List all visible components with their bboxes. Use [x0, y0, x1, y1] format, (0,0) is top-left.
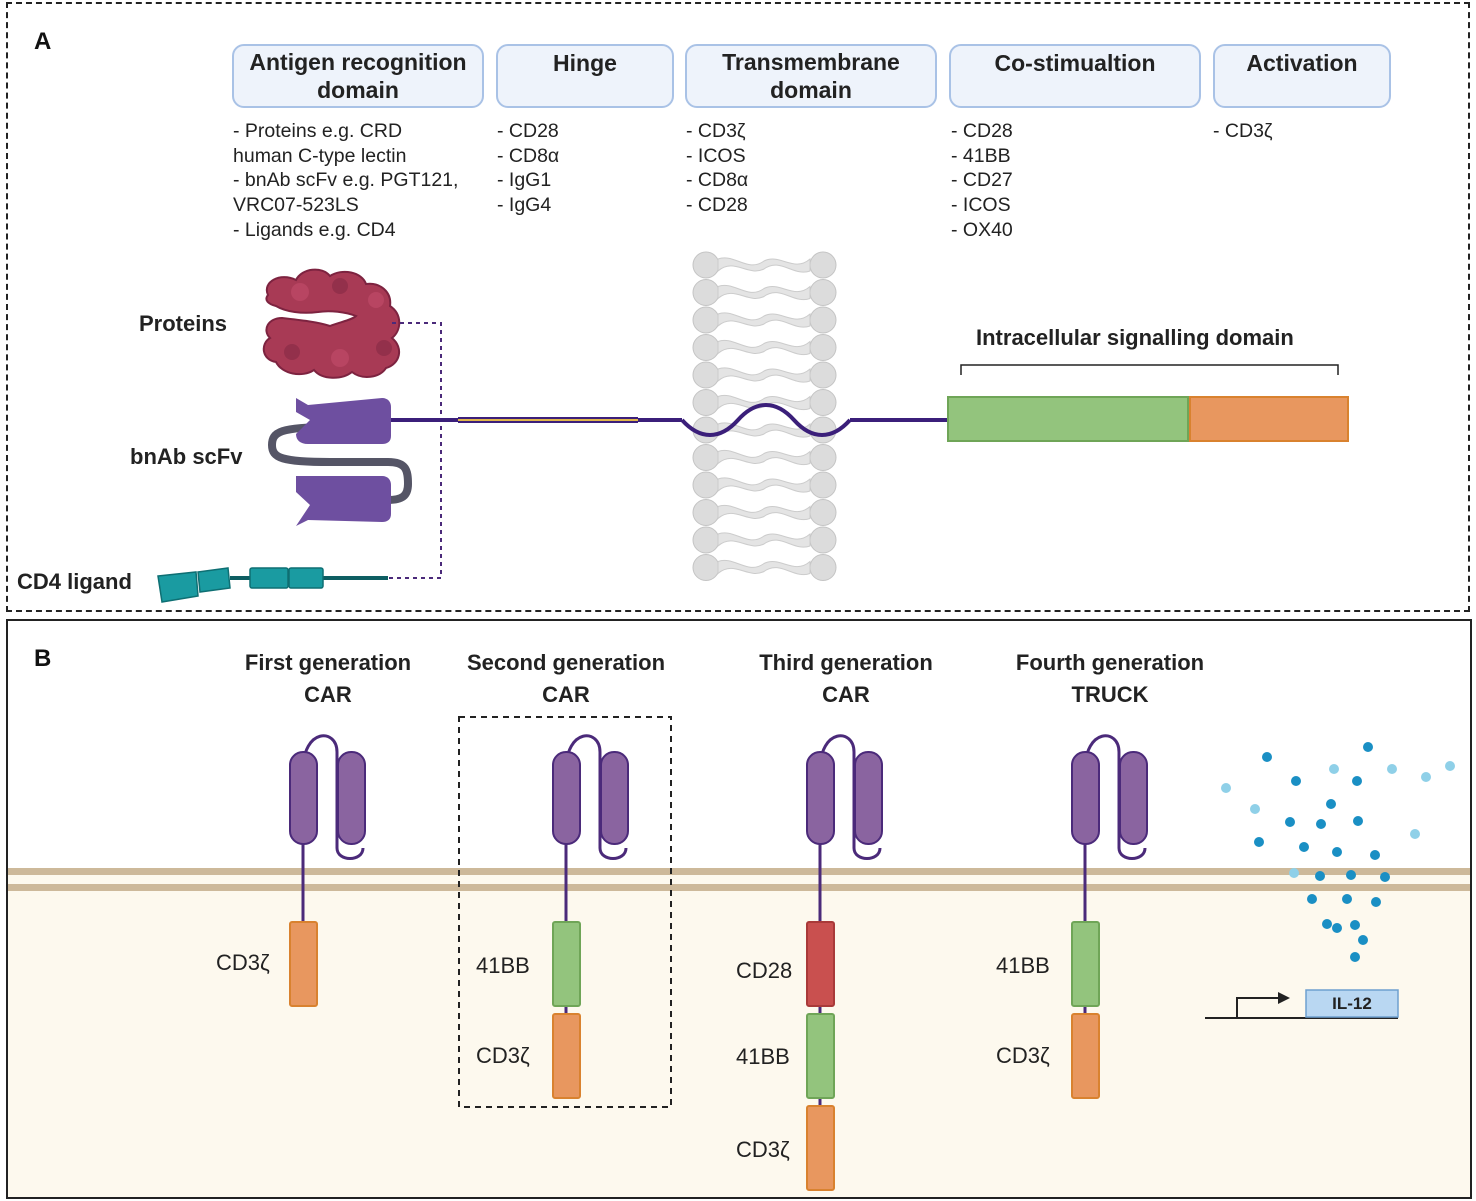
lipid-pair [692, 554, 837, 581]
cd4-ligand-icon [157, 567, 388, 603]
list-costimulation: - CD28 - 41BB - CD27 - ICOS - OX40 [951, 119, 1013, 243]
list-item: - CD8α [686, 169, 749, 192]
list-item: - CD28 [686, 194, 748, 217]
title-line: Second generation [466, 650, 666, 675]
connector-dotted [388, 322, 442, 579]
domain-label-second-cd3z: CD3ζ [476, 1043, 530, 1068]
label-cd4-ligand: CD4 ligand [17, 569, 132, 594]
domain-label-third-cd3z: CD3ζ [736, 1137, 790, 1162]
list-activation: - CD3ζ [1213, 119, 1273, 144]
costim-domain-box [947, 396, 1189, 442]
header-transmembrane-line1: Transmembrane [722, 49, 900, 75]
list-item: - CD28 [951, 120, 1013, 142]
header-antigen-line1: Antigen recognition [249, 49, 467, 75]
list-item: - CD27 [951, 169, 1013, 192]
lipid-pair [692, 334, 837, 361]
domain-label-first-cd3z: CD3ζ [216, 950, 270, 975]
list-antigen: - Proteins e.g. CRD human C-type lectin … [233, 119, 458, 243]
title-line: Fourth generation [1015, 650, 1205, 675]
panel-b-letter: B [34, 645, 52, 672]
panel-b [6, 619, 1472, 1199]
list-item: - Ligands e.g. CD4 [233, 218, 396, 241]
title-line: First generation [244, 650, 412, 675]
header-antigen-line2: domain [317, 77, 399, 103]
list-item: - CD3ζ [686, 120, 746, 142]
title-line: CAR [822, 682, 870, 707]
transmembrane-helix [680, 403, 852, 437]
header-costim-text: Co-stimualtion [994, 50, 1156, 76]
panel-a-letter: A [34, 28, 52, 55]
list-item: - CD3ζ [1213, 120, 1273, 142]
header-activation: Activation [1213, 44, 1391, 108]
lipid-pair [692, 444, 837, 471]
header-hinge: Hinge [496, 44, 674, 108]
title-line: TRUCK [1071, 682, 1149, 707]
domain-label-fourth-cd3z: CD3ζ [996, 1043, 1050, 1068]
lipid-pair [692, 361, 837, 389]
list-item: human C-type lectin [233, 144, 407, 167]
domain-label-fourth-41bb: 41BB [996, 953, 1050, 978]
header-costimulation: Co-stimualtion [949, 44, 1201, 108]
bnab-scfv-icon [267, 398, 413, 526]
label-proteins: Proteins [139, 311, 228, 336]
header-activation-text: Activation [1246, 50, 1358, 76]
lipid-pair [692, 279, 837, 306]
list-transmembrane: - CD3ζ - ICOS - CD8α - CD28 [686, 119, 748, 218]
header-hinge-text: Hinge [553, 50, 617, 76]
title-line: CAR [542, 682, 590, 707]
lipid-pair [692, 306, 837, 334]
panel-a-diagram [157, 251, 1349, 603]
list-item: - IgG4 [497, 194, 552, 217]
lipid-pair [692, 389, 837, 416]
label-bnab-scfv: bnAb scFv [130, 444, 243, 469]
list-item: - 41BB [951, 144, 1011, 167]
header-transmembrane-line2: domain [770, 77, 852, 103]
title-line: Third generation [759, 650, 933, 675]
lipid-pair [692, 471, 837, 499]
domain-label-third-cd28: CD28 [736, 958, 793, 983]
list-item: - CD8α [497, 144, 560, 167]
domain-label-third-41bb: 41BB [736, 1044, 790, 1069]
extracellular-space [8, 621, 1470, 871]
list-item: - ICOS [686, 144, 746, 167]
list-item: - CD28 [497, 120, 559, 142]
list-hinge: - CD28 - CD8α - IgG1 - IgG4 [497, 119, 559, 218]
list-item: - Proteins e.g. CRD [233, 120, 403, 142]
list-item: - OX40 [951, 218, 1013, 241]
lipid-pair [692, 526, 837, 554]
domain-label-second-41bb: 41BB [476, 953, 530, 978]
list-item: - bnAb scFv e.g. PGT121, [233, 169, 459, 192]
lipid-bilayer [692, 251, 837, 581]
lipid-pair [692, 499, 837, 526]
activation-domain-box [1189, 396, 1349, 442]
list-item: VRC07-523LS [233, 194, 359, 217]
lipid-pair [692, 416, 837, 444]
protein-icon [262, 268, 401, 379]
list-item: - IgG1 [497, 169, 552, 192]
il12-gene-label: IL-12 [1332, 993, 1372, 1013]
title-line: CAR [304, 682, 352, 707]
lipid-pair [692, 251, 837, 279]
intracellular-bracket [960, 364, 1339, 375]
label-intracellular-signalling: Intracellular signalling domain [976, 325, 1294, 350]
list-item: - ICOS [951, 194, 1011, 217]
